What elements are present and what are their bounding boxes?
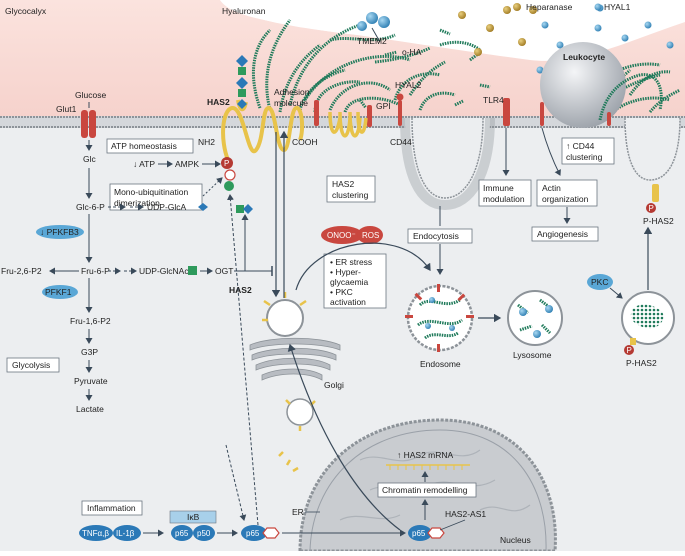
il1b-label: IL-1β: [116, 529, 135, 538]
has2-top-complex: P: [221, 55, 305, 214]
atp-label: ↓ ATP: [133, 159, 155, 169]
cd44-label: CD44: [390, 137, 412, 147]
golgi-apparatus: [249, 337, 341, 381]
phospho-marker: P: [224, 159, 229, 168]
fru6p-label: Fru-6-P: [81, 266, 110, 276]
pyruvate-label: Pyruvate: [74, 376, 108, 386]
has2-mid-label: HAS2: [229, 285, 252, 295]
has2-mrna-label: ↑ HAS2 mRNA: [397, 450, 454, 460]
gpi-label: GPI: [376, 101, 391, 111]
hyal2-label: HYAL2: [395, 80, 422, 90]
glycolysis-label: Glycolysis: [12, 360, 50, 370]
endocytosis-label: Endocytosis: [413, 231, 459, 241]
tmem2-label: TMEM2: [357, 36, 387, 46]
leukocyte-cell: [540, 42, 626, 128]
endosome-label: Endosome: [420, 359, 461, 369]
nucleus-label: Nucleus: [500, 535, 531, 545]
stress-er-label: • ER stress: [330, 257, 372, 267]
nh2-label: NH2: [198, 137, 215, 147]
cd44-receptors: [314, 93, 611, 127]
heparanase-legend-icon: [513, 3, 521, 11]
mrna-ticks: [389, 465, 463, 470]
hyal1-dots: [536, 4, 674, 74]
cooh-label: COOH: [292, 137, 318, 147]
stress-glycaemia-label: glycaemia: [330, 277, 369, 287]
immune-modulation-label-2: modulation: [483, 194, 525, 204]
udp-glcnac-label: UDP-GlcNAc: [139, 266, 189, 276]
endosome-receptors: [405, 284, 474, 352]
mono-ubiquitination-label: Mono-ubiquitination: [114, 187, 188, 197]
ogt-label: OGT: [215, 266, 233, 276]
ros-label: ROS: [362, 231, 379, 240]
ampk-label: AMPK: [175, 159, 199, 169]
immune-modulation-label-1: Immune: [483, 183, 514, 193]
p65-nucleus-label: p65: [412, 529, 426, 538]
stress-hyper-label: • Hyper-: [330, 267, 361, 277]
dimerization-label: dimerization: [114, 198, 160, 208]
fru16p2-label: Fru-1,6-P2: [70, 316, 111, 326]
adhesion-label-1: Adhesion: [274, 87, 310, 97]
fru26p2-label: Fru-2,6-P2: [1, 266, 42, 276]
p65-free-label: p65: [246, 529, 260, 538]
p65-complex-label: p65: [175, 529, 189, 538]
leukocyte-label: Leukocyte: [563, 52, 605, 62]
o-ha-label: o-HA: [402, 47, 422, 57]
has2-clustering-label-1: HAS2: [332, 179, 354, 189]
pfkf1-label: PFKF1: [45, 287, 72, 297]
onoo-label: ONOO⁻: [327, 231, 356, 240]
hyaluronan-label: Hyaluronan: [222, 6, 266, 16]
chromatin-remodelling-label: Chromatin remodelling: [382, 485, 468, 495]
heparanase-label: Heparanase: [526, 2, 573, 12]
glut1-label: Glut1: [56, 104, 77, 114]
adhesion-label-2: molecule: [274, 98, 308, 108]
tmem2-enzymes: [357, 12, 390, 43]
pkc-label: PKC: [591, 277, 608, 287]
g3p-label: G3P: [81, 347, 98, 357]
p-has2-bottom-label: P-HAS2: [626, 358, 657, 368]
pfkfb3-label: ↓ PFKFB3: [40, 227, 79, 237]
glycocalyx-label: Glycocalyx: [5, 6, 47, 16]
actin-organization-label-2: organization: [542, 194, 589, 204]
udp-glca-label: UDP-GlcA: [147, 202, 187, 212]
glycocalyx-layer: [0, 0, 685, 118]
hyal1-legend-icon: [594, 3, 602, 11]
inflammation-label: Inflammation: [87, 503, 136, 513]
loose-has2-proteins: [278, 451, 299, 473]
tlr4-label: TLR4: [483, 95, 504, 105]
actin-organization-label-1: Actin: [542, 183, 561, 193]
right-membrane-pit: [624, 117, 681, 181]
golgi-label: Golgi: [324, 380, 344, 390]
stress-pkc-label: • PKC: [330, 287, 353, 297]
angiogenesis-label: Angiogenesis: [537, 229, 588, 239]
atp-homeostasis-label: ATP homeostasis: [111, 141, 177, 151]
lactate-label: Lactate: [76, 404, 104, 414]
cd44-clustering-label-2: clustering: [566, 152, 603, 162]
has2-top-label: HAS2: [207, 97, 230, 107]
lysosome: [507, 290, 563, 346]
lysosome-label: Lysosome: [513, 350, 552, 360]
hyal1-label: HYAL1: [604, 2, 631, 12]
has2-cluster-membrane: [328, 111, 368, 138]
ikb-label: IκB: [187, 512, 200, 522]
tnfa-label: TNFα,β: [82, 529, 109, 538]
endosome-contents: [417, 298, 463, 340]
stress-activation-label: activation: [330, 297, 366, 307]
glc-label: Glc: [83, 154, 97, 164]
has2-as1-label: HAS2-AS1: [445, 509, 486, 519]
heparanase-dots: [458, 6, 537, 56]
p50-label: p50: [197, 529, 211, 538]
phospho-marker-right: P: [649, 204, 654, 213]
has2-vesicle: [266, 299, 304, 337]
vesicle-has2-proteins: [262, 292, 307, 322]
p-has2-right-label: P-HAS2: [643, 216, 674, 226]
glc6p-label: Glc-6-P: [76, 202, 105, 212]
glut1-transporter: [81, 110, 96, 138]
er-label: ER: [292, 507, 304, 517]
has2-clustering-label-2: clustering: [332, 190, 369, 200]
glucose-label: Glucose: [75, 90, 106, 100]
phospho-marker-bottom: P: [627, 346, 632, 355]
cd44-clustering-label-1: ↑ CD44: [566, 141, 595, 151]
